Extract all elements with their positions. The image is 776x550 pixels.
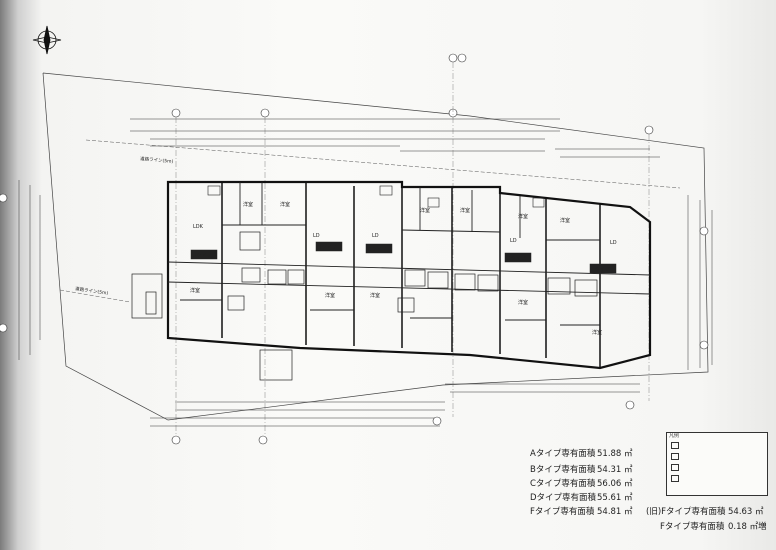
area-value-b: 54.31 ㎡	[597, 465, 633, 475]
note-label-old-f: (旧)Fタイプ専有面積	[646, 507, 726, 517]
area-label-a: Aタイプ専有面積	[530, 449, 596, 459]
legend-triangle-icon	[671, 442, 679, 449]
svg-text:洋室: 洋室	[243, 201, 253, 208]
svg-text:洋室: 洋室	[518, 213, 528, 220]
legend-square-icon	[671, 464, 679, 471]
area-value-c: 56.06 ㎡	[597, 479, 633, 489]
svg-text:洋室: 洋室	[592, 329, 602, 336]
room-label-ldk: LDK	[193, 224, 204, 230]
svg-text:LD: LD	[372, 233, 379, 239]
area-value-f: 54.81 ㎡	[597, 507, 633, 517]
svg-text:洋室: 洋室	[518, 299, 528, 306]
svg-text:洋室: 洋室	[560, 217, 570, 224]
svg-text:洋室: 洋室	[370, 292, 380, 299]
site-boundary	[42, 72, 709, 421]
note-label-f: Fタイプ専有面積	[660, 522, 725, 532]
legend-box-icon	[671, 475, 679, 482]
unit-tag-a: Aタイプ	[193, 252, 211, 259]
svg-text:LD: LD	[510, 238, 517, 244]
svg-text:洋室: 洋室	[280, 201, 290, 208]
compass-icon	[32, 25, 62, 55]
svg-text:洋室: 洋室	[420, 207, 430, 214]
area-label-b: Bタイプ専有面積	[530, 465, 596, 475]
area-label-d: Dタイプ専有面積	[530, 493, 597, 503]
setback-label-top: 道路ライン(5m)	[140, 155, 174, 165]
legend-circle-icon	[671, 453, 679, 460]
svg-text:LD: LD	[610, 240, 617, 246]
unit-tag-f: Fタイプ	[592, 266, 610, 273]
note-value-f: 0.18 ㎡増	[728, 522, 767, 532]
svg-text:洋室: 洋室	[460, 207, 470, 214]
note-value-old-f: 54.63 ㎡	[728, 507, 764, 517]
unit-tag-c: Cタイプ	[368, 246, 387, 253]
legend-box: 凡例	[666, 432, 768, 496]
area-value-a: 51.88 ㎡	[597, 449, 633, 459]
area-label-f: Fタイプ専有面積	[530, 507, 595, 517]
area-label-c: Cタイプ専有面積	[530, 479, 596, 489]
unit-tag-d: Dタイプ	[507, 255, 526, 262]
svg-text:洋室: 洋室	[325, 292, 335, 299]
svg-text:洋室: 洋室	[190, 287, 200, 294]
area-value-d: 55.61 ㎡	[597, 493, 633, 503]
svg-text:LD: LD	[313, 233, 320, 239]
setback-label-left: 道路ライン(5m)	[75, 285, 109, 297]
legend-title: 凡例	[669, 433, 680, 439]
unit-tag-b: Bタイプ	[318, 244, 336, 251]
